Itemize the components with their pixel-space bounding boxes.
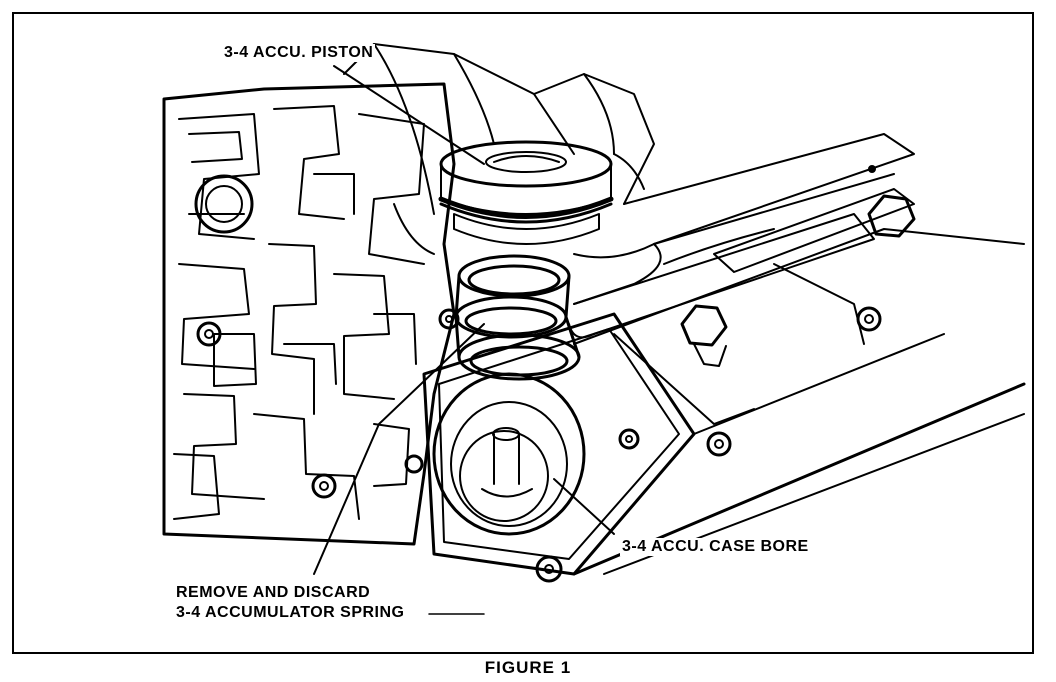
spring-label-line2: 3-4 ACCUMULATOR SPRING — [174, 604, 407, 622]
piston-label: 3-4 ACCU. PISTON — [222, 44, 376, 62]
valve-body — [162, 82, 460, 546]
leader-lines — [313, 65, 615, 615]
case-bore-leader-line — [553, 478, 615, 535]
spring-label-line1: REMOVE AND DISCARD — [174, 584, 373, 602]
transmission-case — [535, 165, 1026, 583]
hex-bolts — [680, 194, 916, 367]
figure-frame: 3-4 ACCU. PISTON 3-4 ACCU. CASE BORE REM… — [12, 12, 1034, 654]
accumulator-spring — [454, 254, 581, 381]
piston-leader-line — [333, 65, 485, 165]
technician-hand — [343, 43, 915, 339]
accumulator-illustration — [162, 43, 1026, 615]
body-bolts — [196, 308, 460, 499]
figure-caption: FIGURE 1 — [484, 658, 572, 677]
accumulator-piston — [438, 140, 614, 245]
spring-leader-line — [313, 323, 485, 575]
case-bore-label: 3-4 ACCU. CASE BORE — [620, 538, 811, 556]
